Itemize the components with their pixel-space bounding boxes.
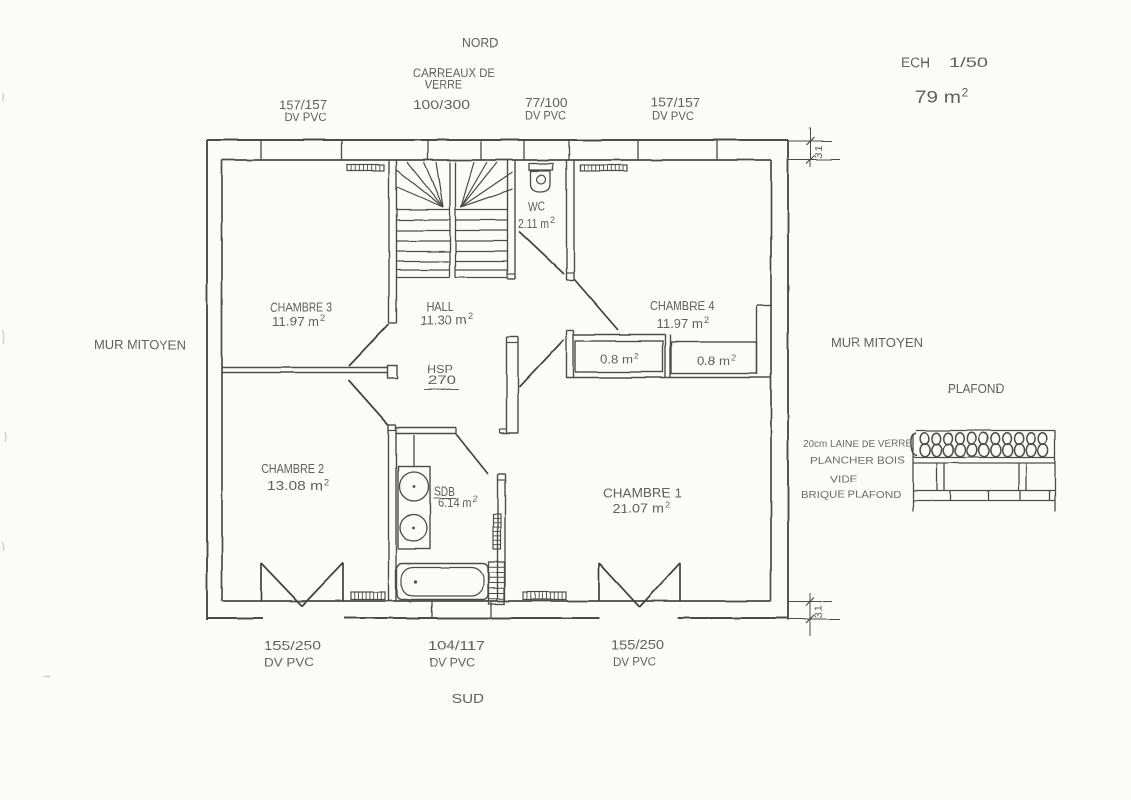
- svg-text:155/250: 155/250: [264, 639, 321, 653]
- svg-text:31: 31: [813, 144, 825, 158]
- svg-text:79 m2: 79 m2: [915, 85, 969, 107]
- svg-text:21.07 m2: 21.07 m2: [612, 500, 670, 516]
- svg-text:0.8 m2: 0.8 m2: [697, 352, 736, 368]
- svg-text:2.11 m2: 2.11 m2: [518, 215, 555, 231]
- svg-text:SUD: SUD: [452, 691, 484, 706]
- svg-text:100/300: 100/300: [413, 98, 470, 112]
- svg-text:20cm LAINE DE VERRE: 20cm LAINE DE VERRE: [803, 438, 912, 450]
- svg-text:6.14 m2: 6.14 m2: [438, 494, 478, 510]
- svg-text:DV PVC: DV PVC: [264, 658, 314, 670]
- svg-text:DV PVC: DV PVC: [525, 111, 566, 123]
- svg-text:CHAMBRE 4: CHAMBRE 4: [650, 298, 714, 313]
- svg-text:CHAMBRE 2: CHAMBRE 2: [261, 461, 324, 476]
- svg-text:11.97 m2: 11.97 m2: [272, 313, 325, 329]
- svg-text:MUR MITOYEN: MUR MITOYEN: [831, 336, 923, 350]
- svg-text:NORD: NORD: [462, 35, 498, 50]
- svg-text:11.30 m2: 11.30 m2: [420, 312, 473, 328]
- svg-text:0.8 m2: 0.8 m2: [600, 350, 639, 366]
- svg-text:270: 270: [428, 374, 456, 388]
- svg-text:DV PVC: DV PVC: [429, 658, 475, 670]
- svg-text:77/100: 77/100: [525, 96, 567, 110]
- svg-text:31: 31: [813, 604, 825, 618]
- svg-text:13.08 m2: 13.08 m2: [267, 477, 329, 493]
- svg-text:PLANCHER BOIS: PLANCHER BOIS: [810, 455, 905, 467]
- svg-text:CHAMBRE 1: CHAMBRE 1: [603, 485, 682, 500]
- svg-text:VIDE: VIDE: [830, 474, 858, 486]
- svg-text:155/250: 155/250: [611, 638, 664, 652]
- svg-text:HALL: HALL: [426, 299, 454, 314]
- svg-text:DV PVC: DV PVC: [613, 657, 656, 669]
- svg-text:DV PVC: DV PVC: [285, 112, 327, 124]
- svg-text:WC: WC: [528, 199, 545, 214]
- svg-text:PLAFOND: PLAFOND: [948, 382, 1004, 396]
- svg-text:1/50: 1/50: [949, 55, 988, 70]
- svg-text:HSP: HSP: [427, 363, 453, 377]
- svg-text:157/157: 157/157: [650, 96, 700, 110]
- svg-text:SDB: SDB: [434, 485, 455, 499]
- svg-text:CARREAUX DE: CARREAUX DE: [413, 68, 495, 80]
- svg-text:BRIQUE PLAFOND: BRIQUE PLAFOND: [801, 489, 901, 501]
- svg-text:157/157: 157/157: [279, 98, 327, 112]
- svg-text:ECH: ECH: [901, 55, 930, 70]
- svg-text:DV PVC: DV PVC: [652, 111, 694, 123]
- svg-text:MUR MITOYEN: MUR MITOYEN: [94, 338, 186, 352]
- svg-text:CHAMBRE 3: CHAMBRE 3: [270, 300, 332, 315]
- svg-text:11.97 m2: 11.97 m2: [656, 315, 709, 331]
- svg-text:VERRE: VERRE: [425, 80, 462, 92]
- svg-text:104/117: 104/117: [428, 639, 485, 653]
